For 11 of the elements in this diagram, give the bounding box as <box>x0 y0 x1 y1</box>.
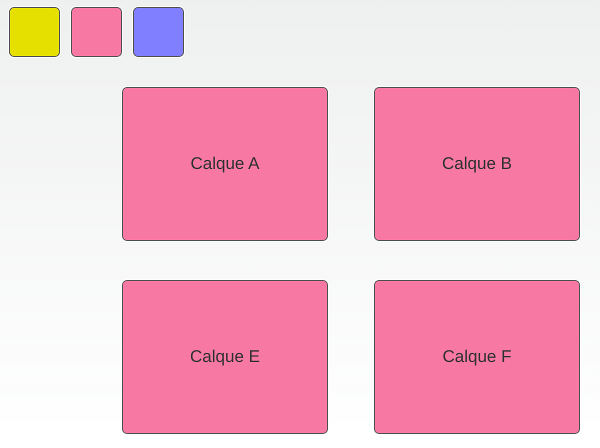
layer-box <box>122 280 328 434</box>
layer-label: Calque B <box>442 153 512 175</box>
color-swatch-box <box>71 7 122 57</box>
color-swatch-box <box>133 7 184 57</box>
layer-label: Calque A <box>190 153 260 175</box>
layer-label: Calque E <box>190 346 260 368</box>
layer-label: Calque F <box>442 346 512 368</box>
layer-box <box>374 87 580 241</box>
layer-box <box>122 87 328 241</box>
color-swatch-box <box>9 7 60 57</box>
layer-box <box>374 280 580 434</box>
